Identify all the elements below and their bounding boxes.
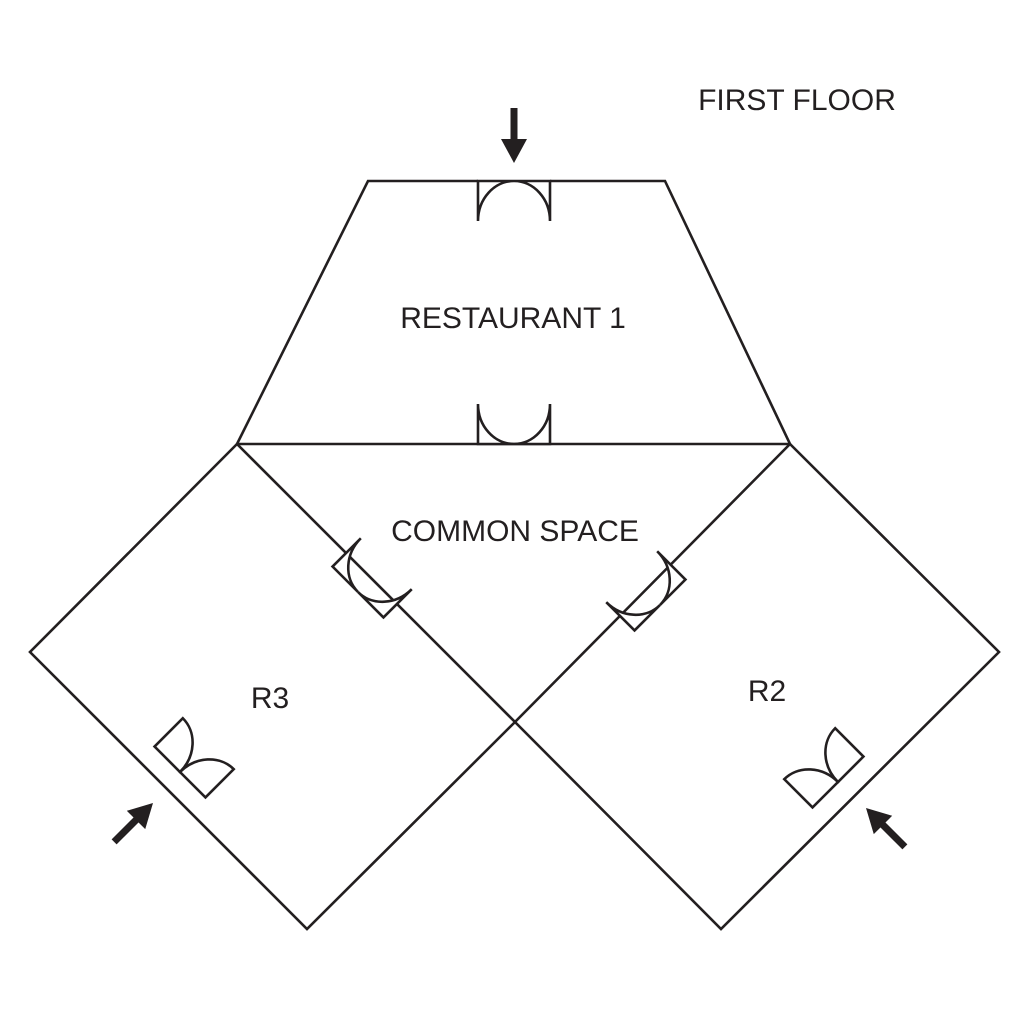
entrance-arrows bbox=[111, 108, 908, 850]
room-label-common-space: COMMON SPACE bbox=[391, 515, 639, 548]
room-label-restaurant-1: RESTAURANT 1 bbox=[400, 302, 626, 335]
r3-entrance-door[interactable] bbox=[152, 716, 236, 800]
doors bbox=[152, 179, 866, 810]
walls bbox=[28, 179, 1001, 931]
r2-walls bbox=[513, 443, 1001, 931]
r2-entrance-door[interactable] bbox=[782, 726, 866, 810]
r2-entrance-arrow-icon bbox=[866, 808, 908, 850]
r3-walls bbox=[28, 443, 517, 931]
r3-entrance-arrow-icon bbox=[111, 803, 153, 845]
r3-common-door[interactable] bbox=[330, 537, 413, 620]
floor-title: FIRST FLOOR bbox=[698, 84, 896, 117]
room-label-r3: R3 bbox=[251, 682, 289, 715]
restaurant-common-door[interactable] bbox=[476, 403, 552, 446]
restaurant-1-entrance-arrow-icon bbox=[501, 108, 527, 163]
room-label-r2: R2 bbox=[748, 675, 786, 708]
restaurant-1-entrance-door[interactable] bbox=[476, 179, 552, 222]
r2-common-door[interactable] bbox=[605, 550, 688, 633]
